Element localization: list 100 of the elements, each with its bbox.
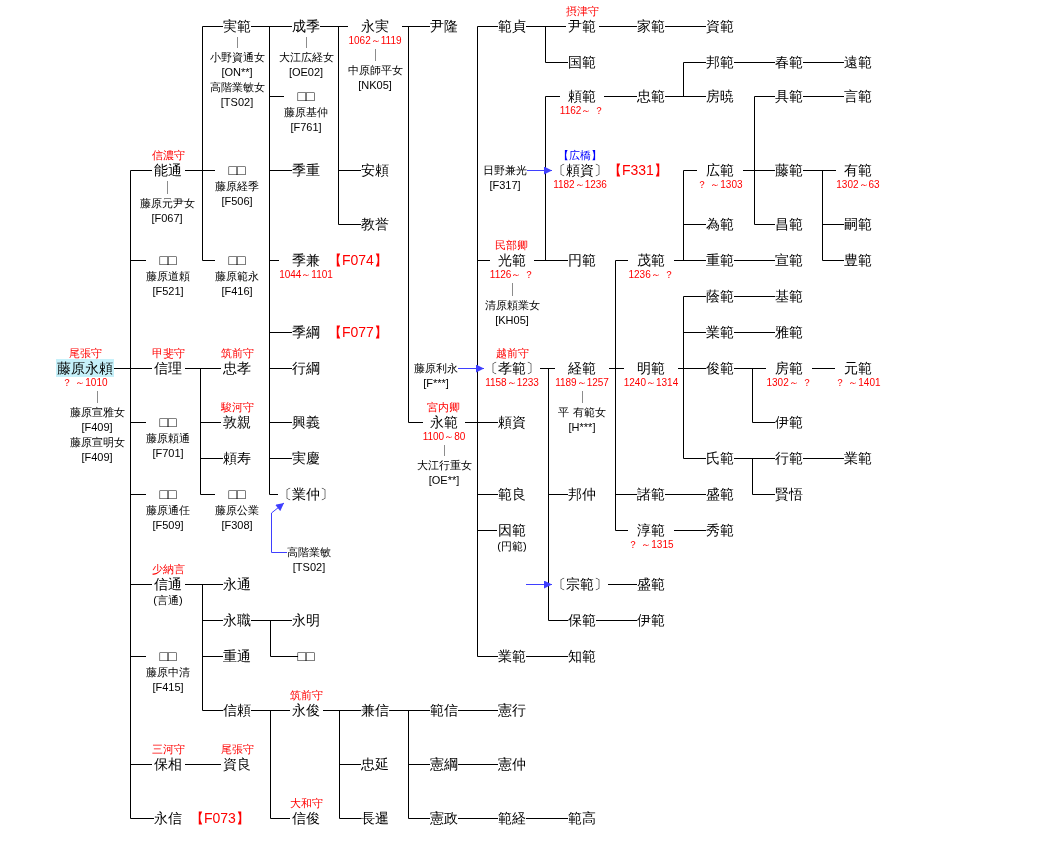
reference-code: 【F331】 <box>608 161 668 179</box>
person-name: 房範 <box>775 359 803 377</box>
person-name: 元範 <box>844 359 872 377</box>
lineage-line <box>533 260 569 261</box>
person-name: 業範 <box>498 647 526 665</box>
reference-code: [TS02] <box>220 94 254 110</box>
office-title: 筑前守 <box>220 347 254 359</box>
person-name: 光範 <box>498 251 526 269</box>
life-dates: ？ ～1010 <box>62 377 108 389</box>
lineage-line <box>673 260 707 261</box>
lineage-line <box>733 458 776 495</box>
lineage-line <box>664 26 707 27</box>
office-title: 大和守 <box>289 797 323 809</box>
person-name: 季兼 <box>292 251 320 269</box>
office-title: 尾張守 <box>68 347 102 359</box>
person-name: 〔頼資〕 <box>552 161 608 179</box>
person-name: 兼信 <box>361 701 389 719</box>
office-title: 越前守 <box>495 347 529 359</box>
reference-code: [F409] <box>81 419 113 435</box>
lineage-line <box>603 96 638 97</box>
lineage-line <box>464 422 499 657</box>
person-name: 範高 <box>568 809 596 827</box>
lineage-line <box>733 62 776 63</box>
reference-code: [F416] <box>221 284 253 299</box>
house-name: 【広橋】 <box>558 149 602 161</box>
lineage-line <box>250 26 279 495</box>
spouse-link-line <box>375 48 376 62</box>
person-name: 高階業敏 <box>287 544 331 560</box>
office-title: 宮内卿 <box>427 401 461 413</box>
reference-code: [F761] <box>290 120 322 135</box>
person-name: 諸範 <box>637 485 665 503</box>
lineage-line <box>811 368 836 369</box>
person-name: 円範 <box>568 251 596 269</box>
spouse-name: 中原師平女 <box>347 62 403 78</box>
life-dates: ？ ～1303 <box>697 179 743 191</box>
office-title: 民部卿 <box>495 239 529 251</box>
person-name: 実慶 <box>292 449 320 467</box>
life-dates: 1162～ ？ <box>559 105 605 117</box>
person-name: □□ <box>159 251 177 269</box>
person-name: 忠範 <box>637 87 665 105</box>
person-name: □□ <box>297 87 315 105</box>
lineage-line <box>733 296 776 297</box>
spouse-name: 大江広経女 <box>278 49 334 65</box>
person-name: 永俊 <box>292 701 320 719</box>
person-name: □□ <box>228 251 246 269</box>
person-name: 季重 <box>292 161 320 179</box>
person-name: 忠孝 <box>223 359 251 377</box>
person-name: 永明 <box>292 611 320 629</box>
person-name: 具範 <box>775 87 803 105</box>
person-name: 行綱 <box>292 359 320 377</box>
office-title: 三河守 <box>151 743 185 755</box>
person-name: 範信 <box>430 701 458 719</box>
life-dates: ？ ～1315 <box>628 539 674 551</box>
office-title: 尾張守 <box>220 743 254 755</box>
adoption-arrow <box>457 364 485 373</box>
lineage-line <box>322 710 362 819</box>
office-title: 信濃守 <box>151 149 185 161</box>
person-name: □□ <box>228 485 246 503</box>
life-dates: 1182～1236 <box>553 179 607 191</box>
lineage-line <box>733 368 776 423</box>
office-title: 摂津守 <box>565 5 599 17</box>
person-name: 氏範 <box>706 449 734 467</box>
adoption-arrow <box>526 166 553 175</box>
person-name: 範経 <box>498 809 526 827</box>
person-name: 重通 <box>223 647 251 665</box>
person-name: 家範 <box>637 17 665 35</box>
life-dates: 1236～ ？ <box>628 269 674 281</box>
lineage-line <box>539 368 569 621</box>
person-name: 藤原永頼 <box>56 359 114 377</box>
reference-code: [H***] <box>568 419 596 435</box>
lineage-line <box>184 170 216 261</box>
person-name: 俊範 <box>706 359 734 377</box>
spouse-name: 藤原元尹女 <box>139 195 195 211</box>
lineage-line <box>595 620 638 621</box>
person-name: 房暁 <box>706 87 734 105</box>
person-name: □□ <box>228 161 246 179</box>
reference-code: [F701] <box>152 446 184 461</box>
lineage-line <box>733 332 776 333</box>
office-title: 駿河守 <box>220 401 254 413</box>
reference-code: [TS02] <box>292 559 326 575</box>
reference-code: 【F074】 <box>328 251 388 269</box>
lineage-line <box>598 26 638 27</box>
person-name: 信通 <box>154 575 182 593</box>
lineage-line <box>184 368 216 495</box>
person-name: 頼資 <box>498 413 526 431</box>
lineage-line <box>673 530 707 531</box>
person-name: 藤範 <box>775 161 803 179</box>
spouse-name: 藤原経季 <box>215 179 259 194</box>
person-name: 因範 <box>498 521 526 539</box>
person-name: 伊範 <box>637 611 665 629</box>
person-name: 憲政 <box>430 809 458 827</box>
person-name: 知範 <box>568 647 596 665</box>
person-name: 藤原利永 <box>414 360 458 376</box>
person-name: 広範 <box>706 161 734 179</box>
spouse-name: 清原頼業女 <box>484 297 540 313</box>
lineage-line <box>802 62 845 63</box>
lineage-line <box>677 368 707 459</box>
lineage-line <box>525 818 569 819</box>
person-name: 頼範 <box>568 87 596 105</box>
reference-code: [F521] <box>152 284 184 299</box>
